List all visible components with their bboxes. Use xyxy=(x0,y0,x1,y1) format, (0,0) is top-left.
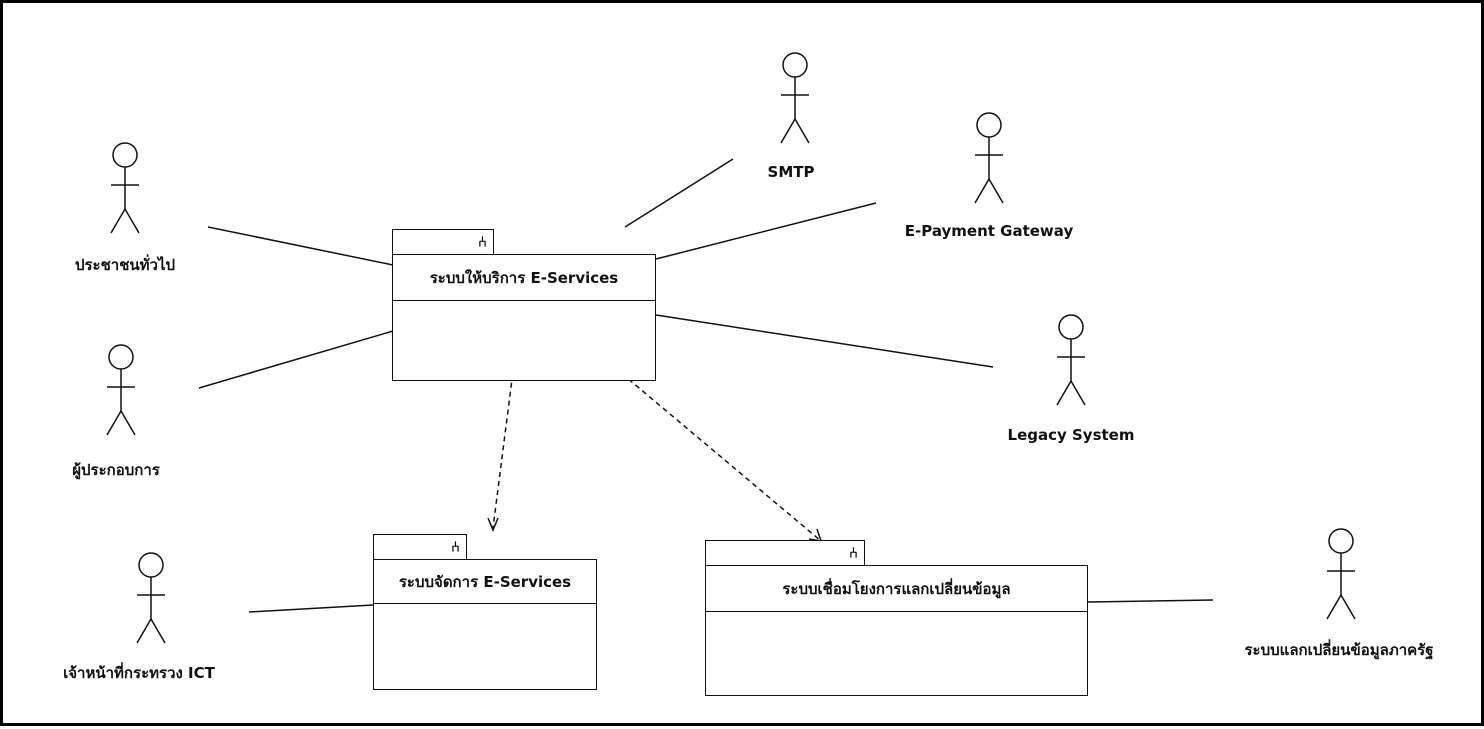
actor-ict-staff[interactable] xyxy=(121,551,181,651)
actor-epayment[interactable] xyxy=(959,111,1019,211)
actor-label: E-Payment Gateway xyxy=(904,222,1074,240)
package-body: ระบบให้บริการ E-Services xyxy=(392,254,656,381)
actor-label: เจ้าหน้าที่กระทรวง ICT xyxy=(63,664,215,682)
package-icon: ⑃ xyxy=(477,233,487,251)
package-title: ระบบให้บริการ E-Services xyxy=(393,255,655,301)
stick-figure-icon xyxy=(1326,528,1356,620)
actor-label: Legacy System xyxy=(1007,426,1135,444)
actor-gov-exchange[interactable] xyxy=(1311,527,1371,627)
association-gov-exchange xyxy=(1087,599,1214,603)
dependency-exchange xyxy=(600,355,822,542)
actor-label: ระบบแลกเปลี่ยนข้อมูลภาครัฐ xyxy=(1244,641,1434,659)
package-body: ระบบเชื่อมโยงการแลกเปลี่ยนข้อมูล xyxy=(705,565,1088,696)
package-tab: ⑃ xyxy=(705,540,865,566)
actor-entrepreneur[interactable] xyxy=(91,343,151,443)
actor-legacy[interactable] xyxy=(1041,313,1101,413)
association-epayment xyxy=(655,202,877,260)
stick-figure-icon xyxy=(974,112,1004,204)
package-icon: ⑃ xyxy=(450,538,460,556)
stick-figure-icon xyxy=(110,142,140,234)
package-tab: ⑃ xyxy=(392,229,494,255)
stick-figure-icon xyxy=(1056,314,1086,406)
dependency-management-arrowhead xyxy=(487,517,499,532)
package-icon: ⑃ xyxy=(848,544,858,562)
actor-label: SMTP xyxy=(767,163,815,181)
stick-figure-icon xyxy=(780,52,810,144)
package-title: ระบบจัดการ E-Services xyxy=(374,560,596,604)
stick-figure-icon xyxy=(136,552,166,644)
association-smtp xyxy=(624,158,734,228)
actor-label: ผู้ประกอบการ xyxy=(72,461,160,479)
connections xyxy=(198,158,1214,613)
package-body: ระบบจัดการ E-Services xyxy=(373,559,597,690)
association-legacy xyxy=(655,314,994,368)
dependency-management xyxy=(492,355,516,529)
association-entrepreneur xyxy=(198,330,394,389)
actor-label: ประชาชนทั่วไป xyxy=(74,256,176,274)
stick-figure-icon xyxy=(106,344,136,436)
association-ict-staff xyxy=(248,604,374,613)
actor-general-public[interactable] xyxy=(95,141,155,241)
actor-smtp[interactable] xyxy=(765,51,825,151)
association-general-public xyxy=(207,226,394,266)
package-title: ระบบเชื่อมโยงการแลกเปลี่ยนข้อมูล xyxy=(706,566,1087,612)
package-tab: ⑃ xyxy=(373,534,467,560)
